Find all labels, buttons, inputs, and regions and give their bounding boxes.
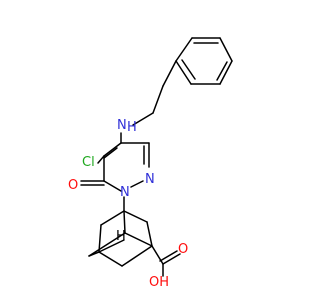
bond bbox=[103, 180, 122, 192]
label-carboxyl-oh: OH bbox=[149, 275, 169, 290]
molecule-diagram: N H Cl O N N H OH O bbox=[68, 37, 233, 290]
bond bbox=[130, 180, 144, 188]
bond bbox=[181, 59, 196, 80]
bond bbox=[162, 60, 177, 87]
bond bbox=[124, 232, 153, 247]
bond bbox=[162, 253, 181, 265]
bond bbox=[175, 37, 193, 62]
atom-labels: N H Cl O N N H OH O bbox=[68, 118, 188, 290]
bond bbox=[219, 60, 233, 85]
bond bbox=[100, 210, 125, 226]
bond bbox=[132, 112, 154, 126]
bond bbox=[98, 251, 123, 267]
label-nitrogen-ring-2: N bbox=[145, 172, 155, 187]
bond bbox=[146, 221, 153, 247]
bond bbox=[88, 232, 126, 257]
bond bbox=[175, 60, 192, 85]
label-hydrogen-nh: H bbox=[127, 120, 137, 135]
bond bbox=[103, 142, 122, 157]
label-carboxyl-oxygen: O bbox=[178, 242, 188, 257]
bond bbox=[103, 147, 118, 159]
bond bbox=[97, 155, 105, 164]
bond bbox=[98, 224, 102, 253]
label-oxygen-ketone: O bbox=[68, 178, 78, 193]
bonds bbox=[80, 37, 233, 277]
bond bbox=[159, 250, 178, 262]
label-chlorine: Cl bbox=[82, 155, 95, 170]
bond bbox=[123, 210, 126, 234]
bond bbox=[123, 210, 148, 223]
bond bbox=[219, 37, 233, 62]
bond bbox=[121, 245, 153, 267]
bond bbox=[152, 85, 164, 114]
structure-svg: N H Cl O N N H OH O bbox=[68, 37, 233, 290]
bond bbox=[216, 61, 228, 81]
bond bbox=[98, 239, 125, 253]
label-nitrogen-nh: N bbox=[117, 118, 127, 133]
label-hydrogen-bridge: H bbox=[116, 229, 126, 244]
label-nitrogen-ring-1: N bbox=[120, 185, 130, 200]
